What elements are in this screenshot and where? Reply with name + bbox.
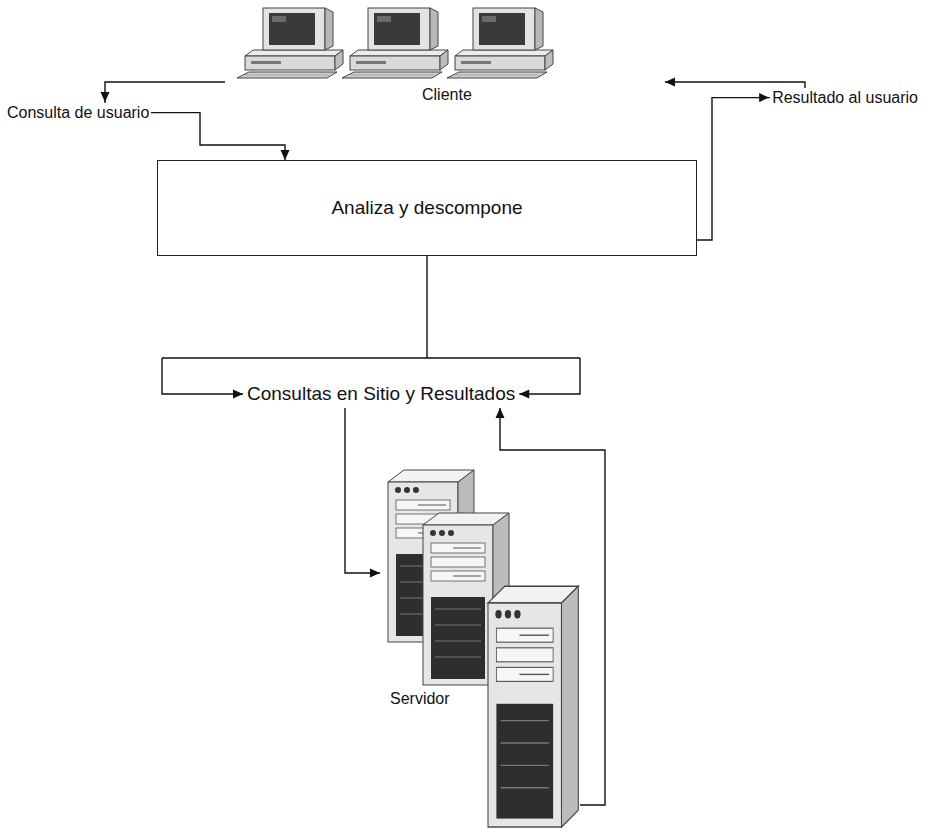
connector-line <box>500 408 605 805</box>
node-label: Cliente <box>420 86 474 104</box>
query-hub: Consultas en Sitio y Resultados <box>243 380 519 408</box>
edge-label: Consulta de usuario <box>5 103 151 122</box>
arrow-head <box>370 569 380 578</box>
node-label: Analiza y descompone <box>331 197 522 219</box>
arrow-head <box>101 92 110 102</box>
connector <box>345 408 380 578</box>
connector <box>162 256 580 399</box>
arrow-head <box>519 390 529 399</box>
connector-line <box>162 256 580 394</box>
connector <box>496 408 606 805</box>
arrow-head <box>759 93 769 102</box>
edge-label: Resultado al usuario <box>770 88 920 107</box>
arrow-head <box>281 150 290 160</box>
process-box: Analiza y descompone <box>157 160 697 256</box>
node-label: Servidor <box>388 690 452 708</box>
server-group: Servidor <box>380 460 580 830</box>
arrow-head <box>496 408 505 418</box>
client-group: Cliente <box>225 0 665 108</box>
connector-line <box>345 408 380 573</box>
arrow-head <box>233 390 243 399</box>
node-label: Consultas en Sitio y Resultados <box>247 383 515 405</box>
arrow-head <box>665 78 675 87</box>
